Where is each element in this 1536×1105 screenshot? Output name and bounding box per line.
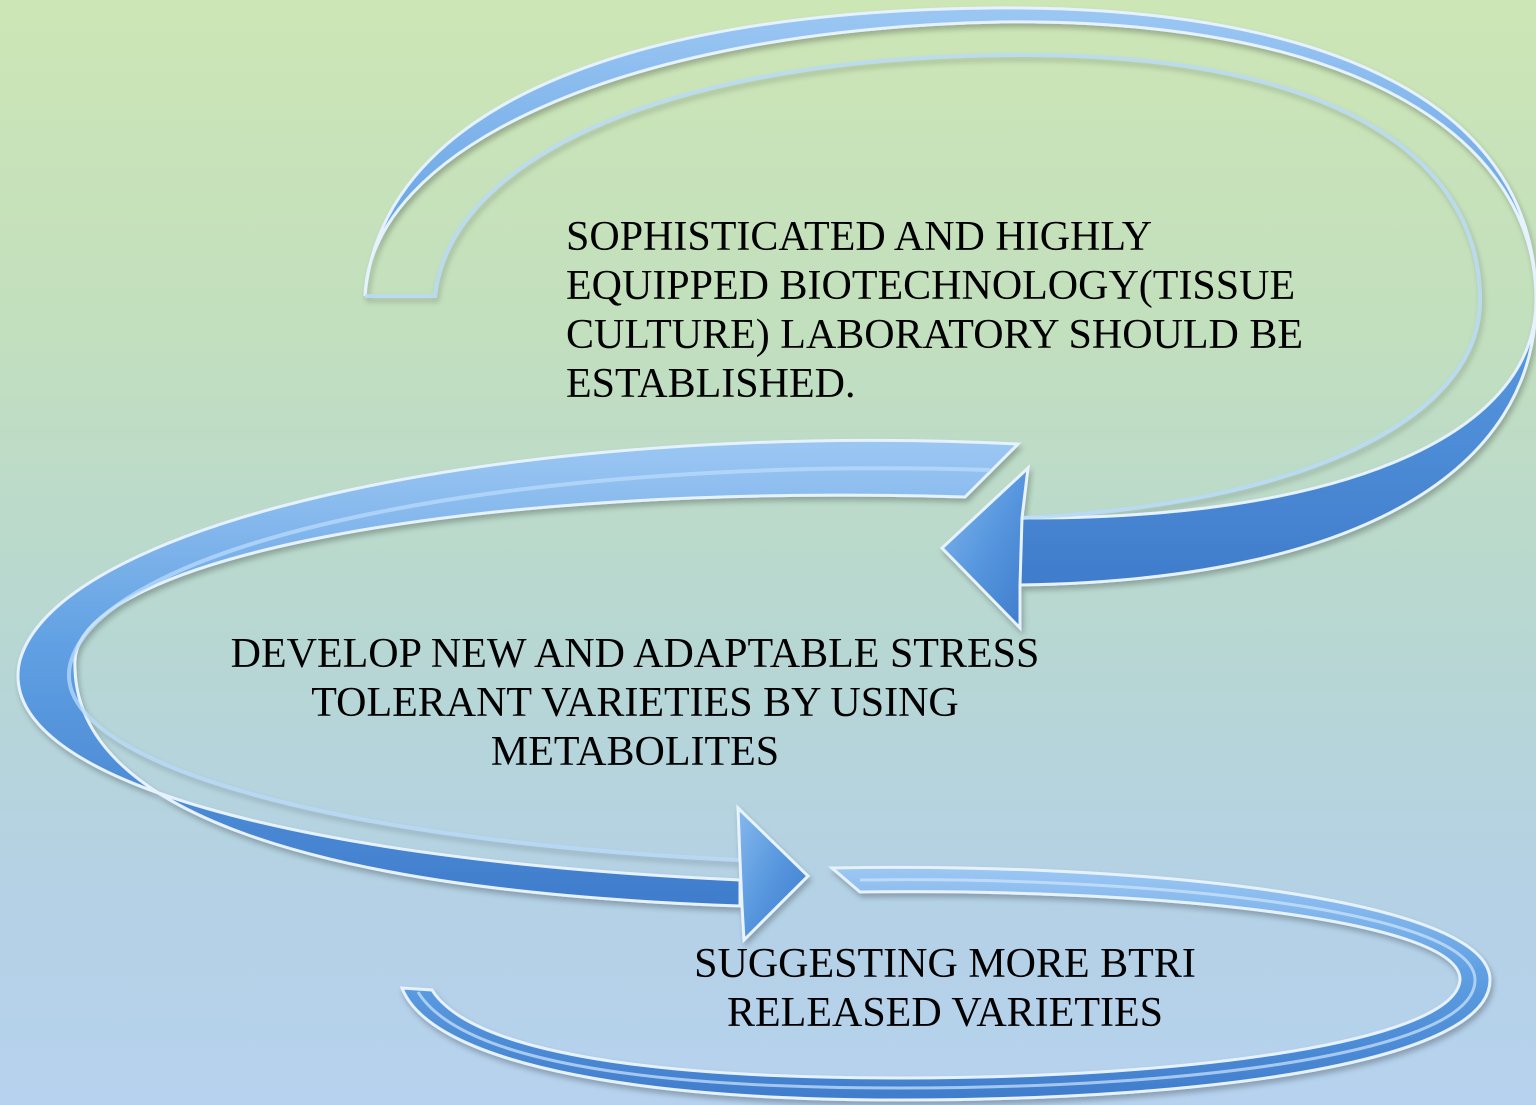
arrow-loop-top-head (939, 464, 1030, 632)
arrow-loop-top (363, 6, 1536, 632)
step-1-text: SOPHISTICATED AND HIGHLY EQUIPPED BIOTEC… (566, 214, 1304, 407)
arrow-loop-top-inner (365, 52, 1483, 520)
arrow-loop-middle-inner (66, 466, 991, 862)
arrow-loop-middle-band (16, 438, 1022, 908)
step-2-text: DEVELOP NEW AND ADAPTABLE STRESS TOLERAN… (230, 631, 1040, 775)
arrow-loop-bottom (399, 865, 1492, 1102)
arrow-loop-middle-head (736, 804, 811, 944)
arrow-loop-bottom-band (399, 865, 1492, 1102)
step-3-text: SUGGESTING MORE BTRI RELEASED VARIETIES (694, 941, 1196, 1036)
arrow-loop-middle (16, 438, 1022, 944)
arrow-loop-bottom-inner (416, 878, 1477, 1090)
